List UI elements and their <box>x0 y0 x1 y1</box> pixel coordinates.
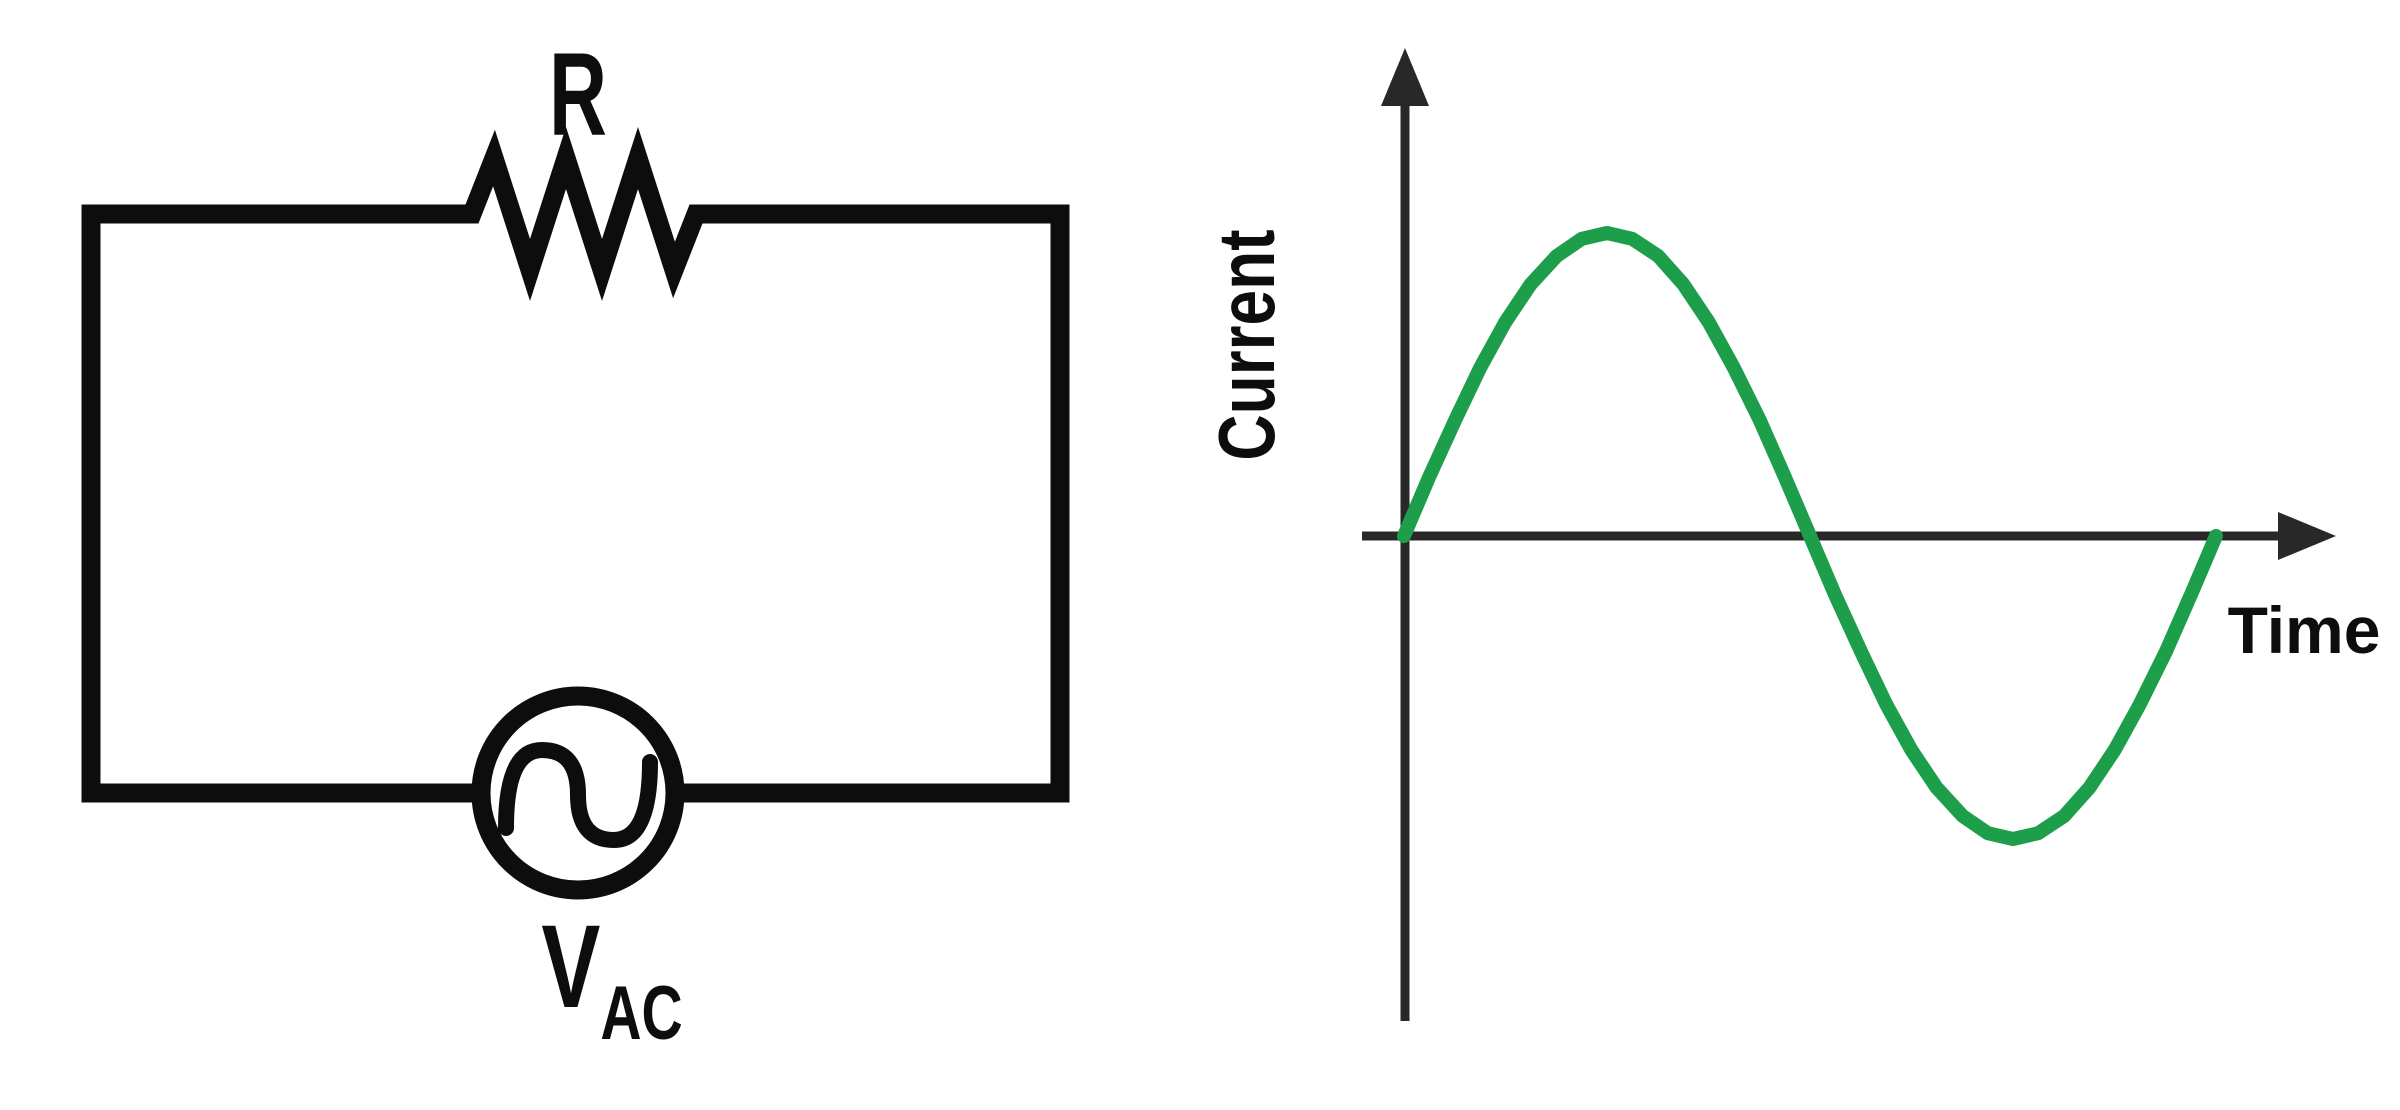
circuit-diagram <box>81 126 1070 900</box>
current-sine-wave <box>1397 226 2223 846</box>
ac-source-sine-icon <box>498 741 658 849</box>
y-axis-arrowhead <box>1381 48 1429 106</box>
ac-source-circle <box>471 686 685 900</box>
x-axis-label: Time <box>2227 593 2381 667</box>
resistor-label: R <box>549 29 607 161</box>
source-label: VAC <box>541 908 682 1052</box>
circuit-loop-with-resistor <box>81 126 1070 803</box>
y-axis-label: Current <box>1202 229 1291 461</box>
source-label-main: V <box>541 901 601 1033</box>
x-axis-arrowhead <box>2278 512 2336 560</box>
waveform-plot <box>1362 48 2336 1021</box>
source-label-subscript: AC <box>600 971 683 1056</box>
